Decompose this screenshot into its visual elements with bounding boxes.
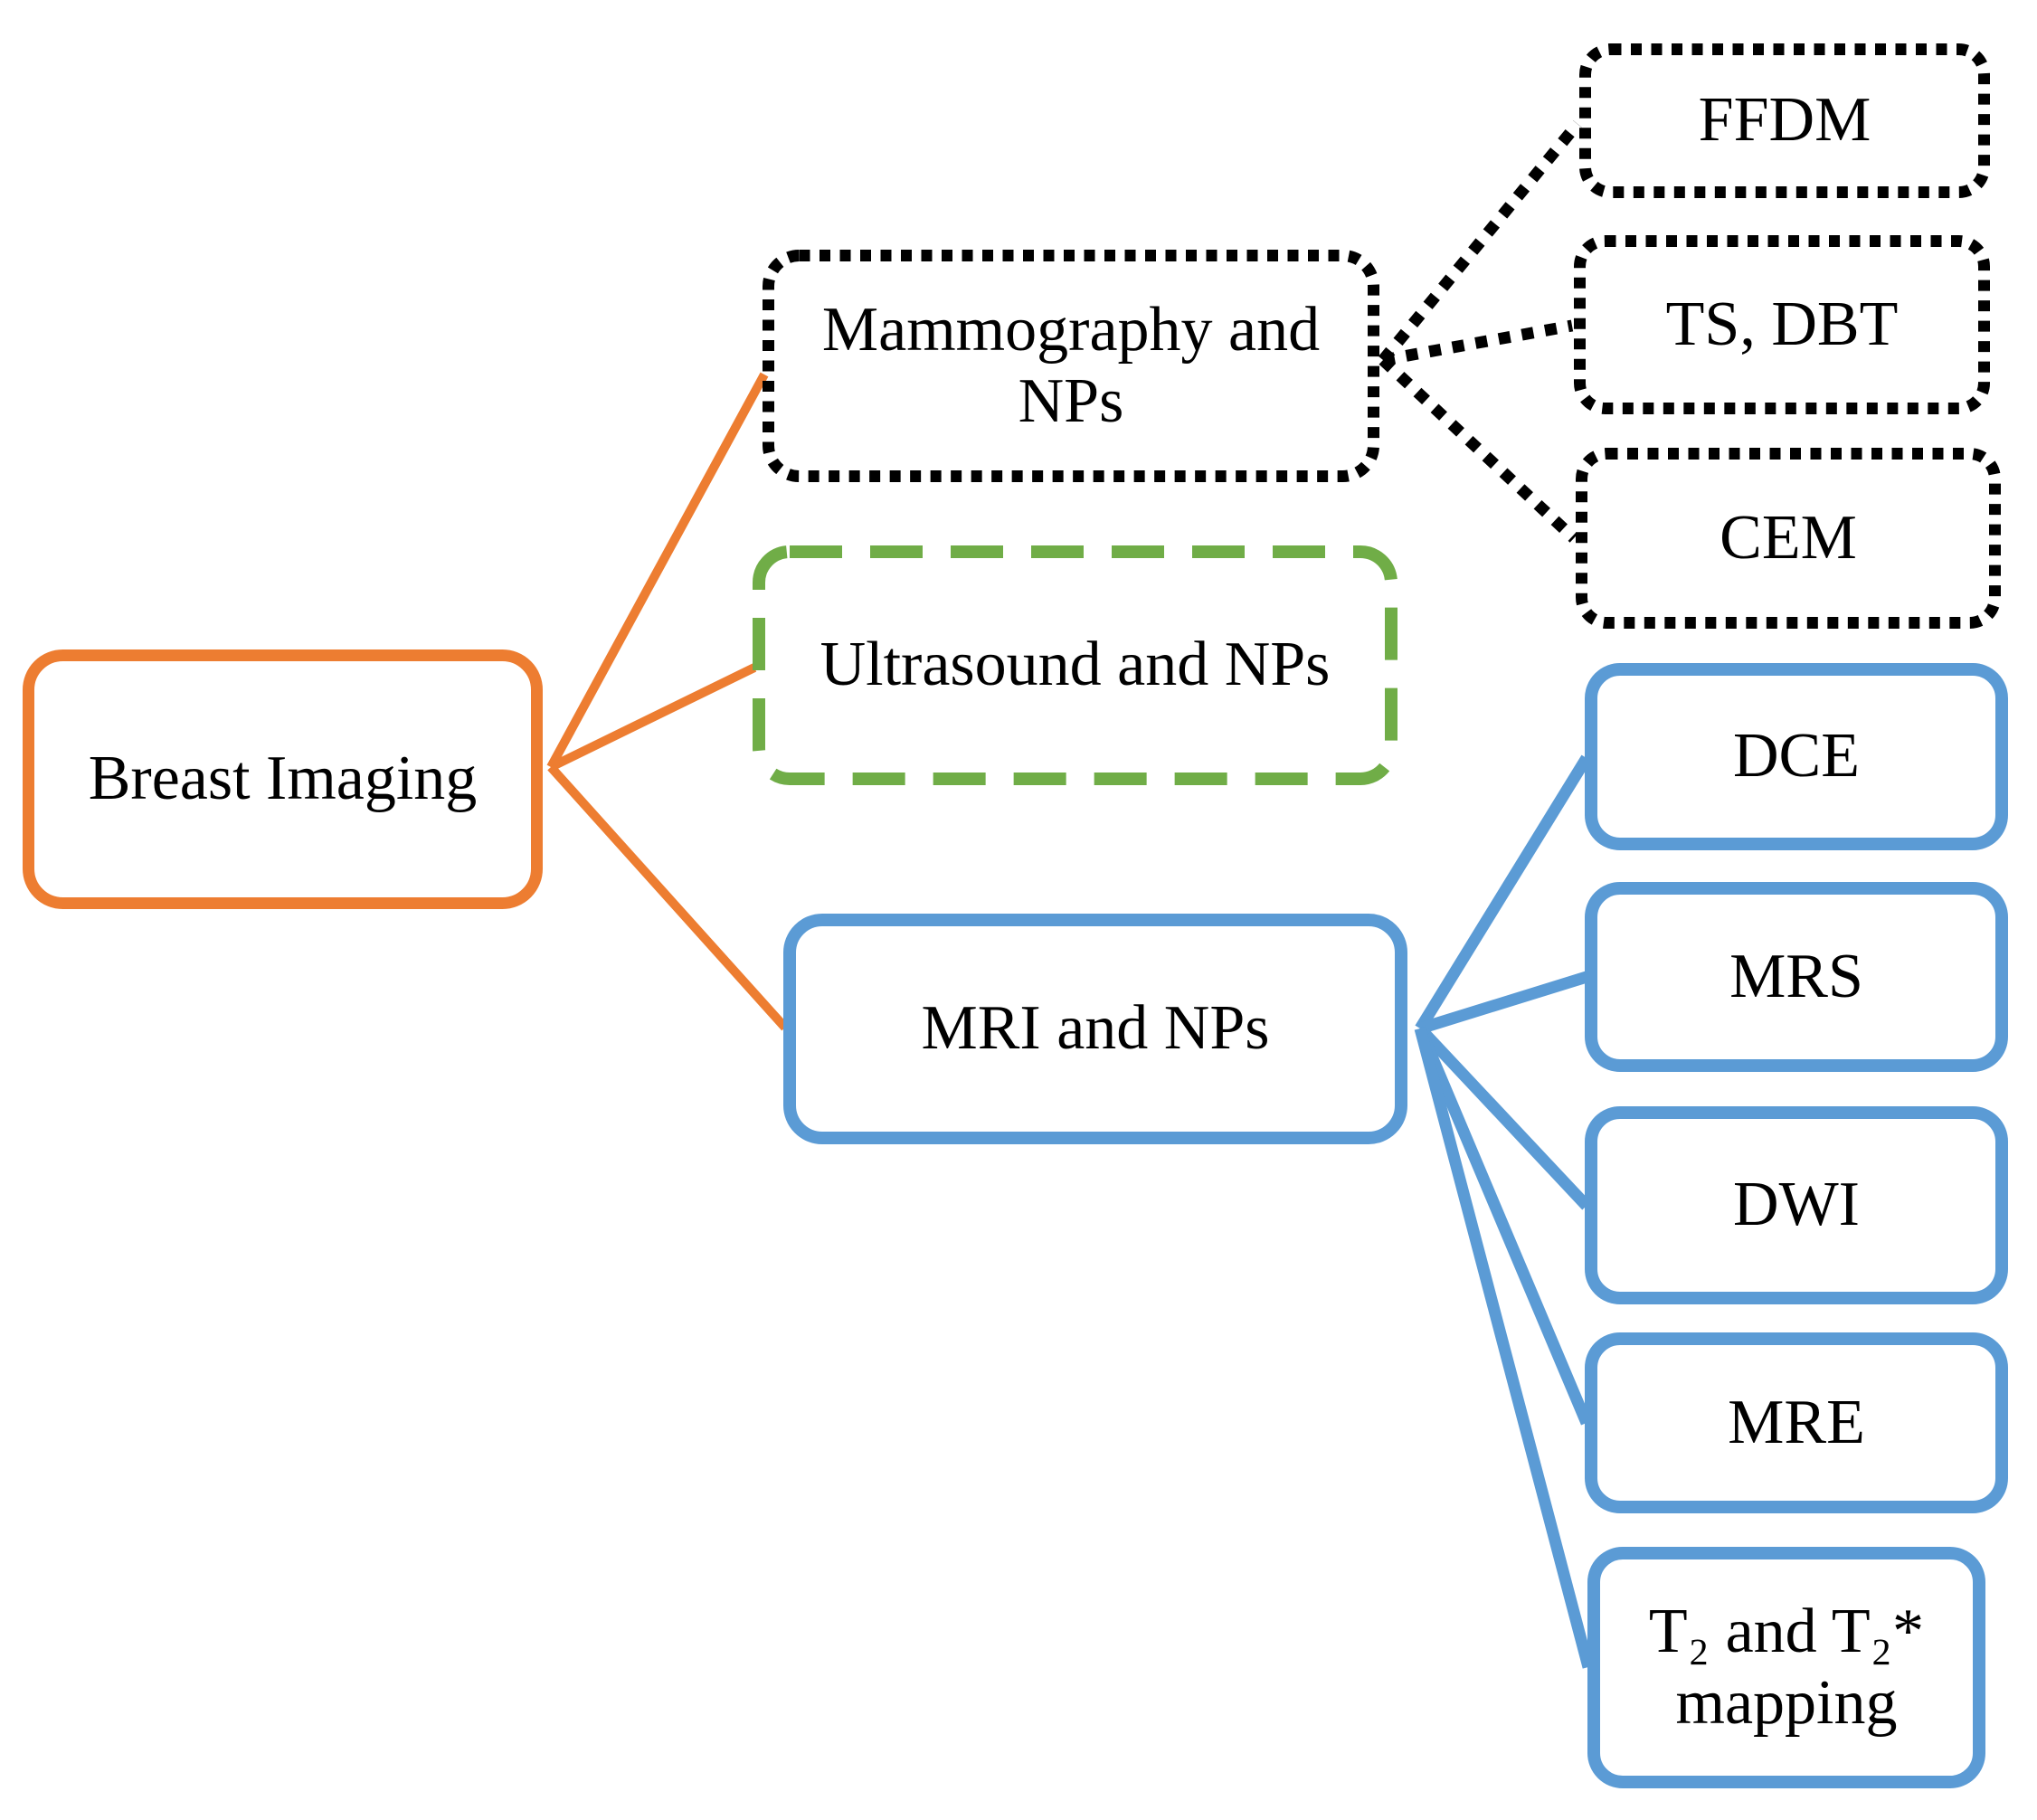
box-ts-dbt (1574, 235, 1990, 414)
node-label-mri: MRI and NPs (921, 993, 1270, 1064)
box-mri (783, 914, 1407, 1144)
box-dce (1585, 663, 2008, 850)
edge-mammography-to-cem (1379, 355, 1578, 543)
box-mre (1585, 1332, 2008, 1513)
edge-mri-to-mrs (1418, 971, 1588, 1035)
node-label-dce: DCE (1733, 721, 1860, 792)
node-label-dwi: DWI (1733, 1170, 1860, 1240)
edge-mri-to-t2-mapping (1414, 1027, 1595, 1669)
node-label-mrs: MRS (1729, 941, 1863, 1011)
box-cem (1576, 448, 2001, 629)
node-label-t2-mapping: T₂ and T₂* mapping (1648, 1597, 1925, 1738)
node-label-ffdm: FFDM (1698, 85, 1871, 156)
edge-breast-to-ultrasound (548, 663, 757, 772)
edge-breast-to-mri (547, 763, 789, 1031)
edge-mri-to-dce (1415, 754, 1592, 1032)
edge-mammography-to-ts-dbt (1381, 319, 1574, 366)
box-breast-imaging (23, 649, 543, 909)
edge-mri-to-dwi (1416, 1024, 1591, 1210)
node-label-ts-dbt: TS, DBT (1665, 289, 1899, 359)
box-ultrasound (753, 545, 1397, 785)
edge-breast-to-mammography (546, 372, 769, 770)
box-dwi (1585, 1106, 2008, 1304)
edge-mammography-to-ffdm (1378, 119, 1583, 365)
node-box-group (23, 43, 2008, 1788)
edge-mri-to-mre (1415, 1026, 1592, 1426)
node-label-mammography: Mammography and NPs (821, 295, 1321, 436)
box-ffdm (1579, 43, 1990, 198)
node-label-mre: MRE (1728, 1387, 1865, 1457)
node-label-cem: CEM (1720, 502, 1857, 573)
node-label-ultrasound: Ultrasound and NPs (820, 630, 1331, 700)
box-mrs (1585, 882, 2008, 1072)
node-label-breast-imaging: Breast Imaging (88, 744, 478, 814)
connector-group (546, 119, 1595, 1669)
box-mammography (763, 250, 1379, 482)
box-t2-mapping (1587, 1547, 1985, 1788)
